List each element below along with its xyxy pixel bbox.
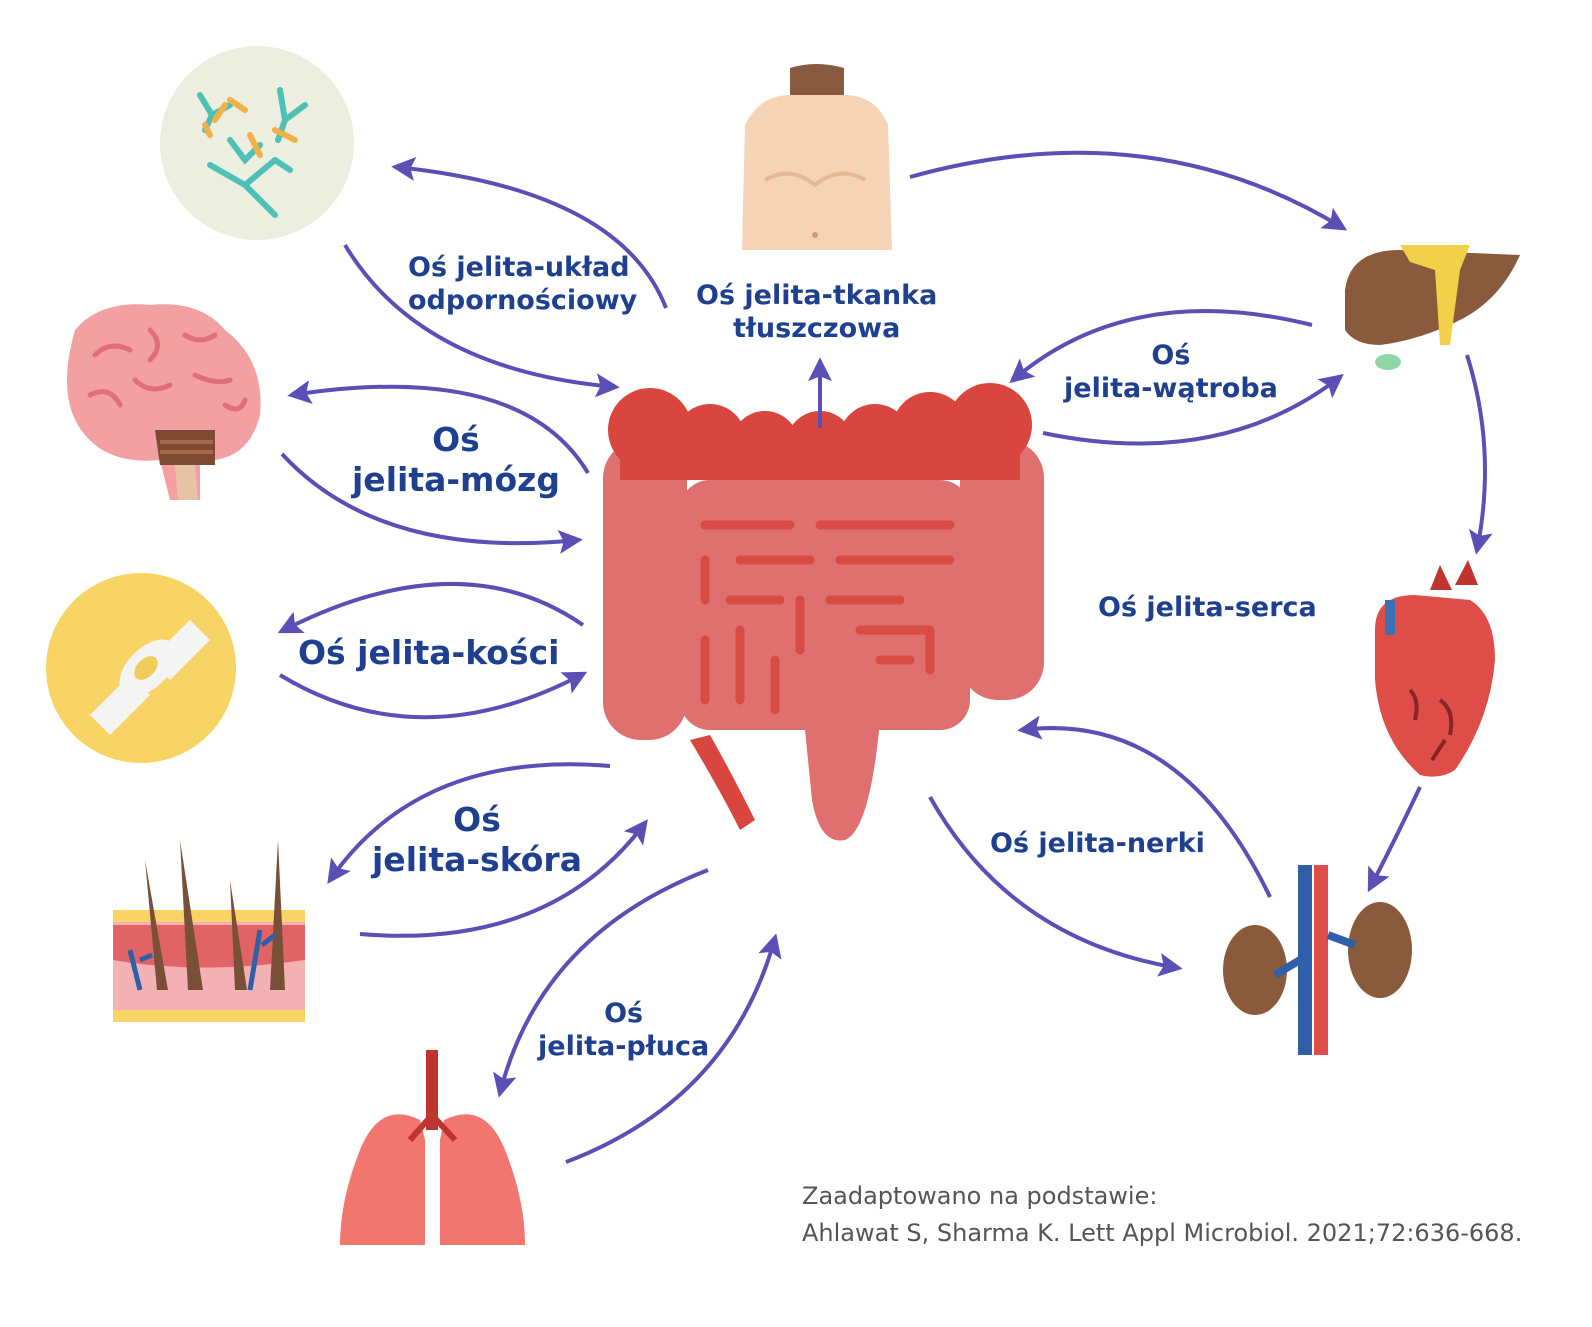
- label-axis-heart-line1: Oś jelita-serca: [1098, 592, 1317, 623]
- label-axis-bone-line1: Oś jelita-kości: [298, 633, 560, 672]
- label-axis-skin: Oś jelita-skóra: [372, 800, 582, 881]
- label-axis-liver: Oś jelita-wątroba: [1064, 340, 1278, 406]
- heart-icon: [1375, 560, 1495, 777]
- label-axis-brain: Oś jelita-mózg: [352, 420, 560, 501]
- arrow-gut-to-immune: [391, 157, 668, 309]
- source-credit-line1: Zaadaptowano na podstawie:: [802, 1182, 1158, 1210]
- arrow-gut-to-brain: [287, 380, 590, 475]
- arrow-skin-to-gut: [359, 819, 648, 938]
- lungs-icon: [340, 1050, 525, 1245]
- brain-icon: [67, 304, 261, 500]
- arrow-bone-to-gut: [278, 671, 588, 720]
- arrow-gut-to-bone: [277, 581, 585, 634]
- label-axis-brain-line2: jelita-mózg: [352, 460, 560, 500]
- label-axis-lungs-line1: Oś: [604, 998, 644, 1029]
- torso-icon: [742, 64, 892, 250]
- label-axis-bone: Oś jelita-kości: [298, 633, 560, 673]
- label-axis-skin-line1: Oś: [453, 800, 501, 839]
- antibodies-icon: [160, 46, 354, 240]
- kidneys-icon: [1223, 865, 1412, 1055]
- arrow-adipose-to-liver: [909, 150, 1348, 231]
- arrow-gut-to-kidney: [928, 796, 1183, 977]
- arrow-gut-to-liver: [1042, 374, 1344, 446]
- label-axis-lungs: Oś jelita-płuca: [538, 998, 709, 1064]
- axis-arrows: [277, 150, 1493, 1164]
- label-axis-adipose-line2: tłuszczowa: [732, 312, 901, 344]
- source-credit-line2: Ahlawat S, Sharma K. Lett Appl Microbiol…: [802, 1219, 1523, 1248]
- label-axis-immune-line1: Oś jelita-układ: [408, 252, 630, 283]
- arrow-gut-to-lungs: [493, 868, 709, 1098]
- label-axis-adipose: Oś jelita-tkanka tłuszczowa: [696, 280, 937, 346]
- label-axis-immune-line2: odpornościowy: [408, 284, 638, 316]
- arrow-liver-to-heart: [1465, 354, 1493, 555]
- label-axis-kidney: Oś jelita-nerki: [990, 828, 1205, 861]
- arrow-lungs-to-gut: [565, 933, 782, 1164]
- arrow-kidney-to-gut: [1017, 715, 1272, 898]
- intestine-icon: [603, 383, 1044, 841]
- arrow-heart-to-kidney: [1367, 786, 1422, 893]
- arrow-gut-to-skin: [327, 762, 611, 884]
- label-axis-skin-line2: jelita-skóra: [372, 840, 582, 880]
- arrow-liver-to-gut: [1009, 309, 1313, 384]
- label-axis-liver-line1: Oś: [1151, 340, 1191, 371]
- bone-joint-icon: [46, 573, 236, 763]
- label-axis-immune: Oś jelita-układ odpornościowy: [408, 252, 637, 318]
- skin-icon: [113, 840, 305, 1022]
- liver-icon: [1345, 245, 1520, 370]
- label-axis-brain-line1: Oś: [432, 420, 480, 459]
- label-axis-heart: Oś jelita-serca: [1098, 592, 1317, 625]
- label-axis-kidney-line1: Oś jelita-nerki: [990, 828, 1205, 859]
- source-credit: Zaadaptowano na podstawie: Ahlawat S, Sh…: [802, 1178, 1522, 1252]
- label-axis-lungs-line2: jelita-płuca: [538, 1030, 710, 1062]
- label-axis-adipose-line1: Oś jelita-tkanka: [696, 280, 938, 311]
- arrow-brain-to-gut: [280, 452, 583, 554]
- label-axis-liver-line2: jelita-wątroba: [1064, 372, 1278, 404]
- arrow-immune-to-gut: [343, 243, 620, 398]
